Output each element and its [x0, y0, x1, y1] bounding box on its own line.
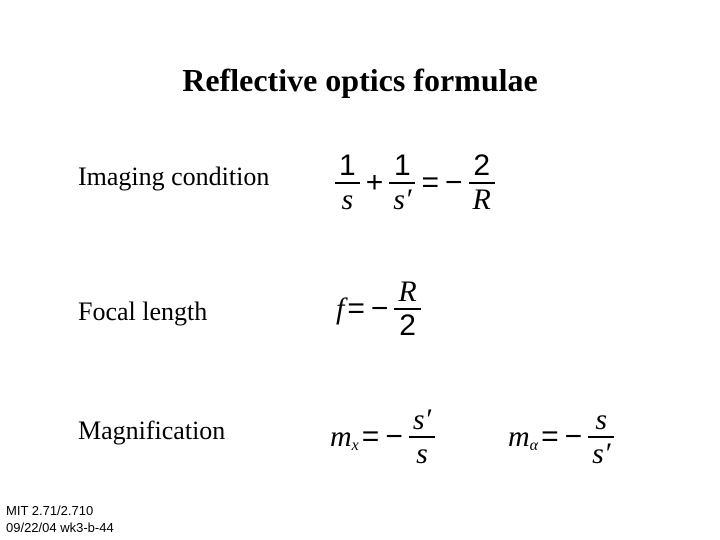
fraction-two-over-r: 2 R — [468, 149, 495, 216]
imaging-condition-equation: 1 s + 1 s′ = − 2 R — [332, 150, 498, 216]
footer-course: MIT 2.71/2.710 — [6, 503, 94, 518]
denominator: 2 — [399, 309, 416, 342]
numerator: s′ — [412, 403, 432, 436]
magnification-symbol: m — [330, 420, 352, 453]
fraction-s-prime-over-s: s′ s — [408, 403, 436, 470]
focal-length-symbol: f — [336, 292, 345, 325]
fraction-one-over-s-prime: 1 s′ — [389, 149, 416, 216]
fraction-bar — [389, 182, 416, 184]
fraction-bar — [394, 308, 421, 310]
plus-sign: + — [365, 166, 384, 199]
equals-sign: = — [541, 420, 559, 453]
equals-sign: = — [347, 292, 365, 325]
fraction-bar — [588, 436, 615, 438]
fraction-bar — [468, 182, 495, 184]
equals-sign: = — [421, 166, 439, 199]
numerator: R — [398, 275, 417, 308]
fraction-bar — [335, 182, 360, 184]
footer-date-slide: 09/22/04 wk3-b-44 — [6, 520, 114, 535]
denominator: s′ — [592, 437, 611, 470]
denominator: R — [472, 183, 491, 216]
minus-sign: − — [370, 292, 389, 325]
denominator: s — [341, 183, 354, 216]
fraction-one-over-s: 1 s — [335, 150, 360, 216]
focal-length-label: Focal length — [78, 297, 208, 326]
page-title: Reflective optics formulae — [182, 62, 538, 98]
numerator: 2 — [473, 149, 491, 182]
minus-sign: − — [564, 420, 583, 453]
magnification-symbol: m — [508, 420, 530, 453]
subscript-alpha: α — [529, 437, 539, 454]
magnification-label: Magnification — [78, 416, 226, 445]
minus-sign: − — [445, 166, 463, 199]
magnification-x-equation: m x = − s′ s — [330, 404, 438, 470]
denominator: s — [416, 437, 428, 470]
footer: MIT 2.71/2.710 09/22/04 wk3-b-44 — [6, 502, 114, 536]
subscript-x: x — [351, 437, 359, 454]
fraction-bar — [408, 436, 436, 438]
minus-sign: − — [385, 420, 403, 453]
numerator: s — [595, 403, 608, 436]
equals-sign: = — [361, 420, 380, 453]
fraction-s-over-s-prime: s s′ — [588, 403, 615, 470]
imaging-condition-label: Imaging condition — [78, 162, 270, 191]
focal-length-equation: f = − R 2 — [336, 276, 424, 342]
numerator: 1 — [394, 149, 411, 182]
magnification-alpha-equation: m α = − s s′ — [508, 404, 617, 470]
numerator: 1 — [339, 149, 356, 182]
fraction-r-over-two: R 2 — [394, 275, 421, 342]
denominator: s′ — [393, 183, 412, 216]
